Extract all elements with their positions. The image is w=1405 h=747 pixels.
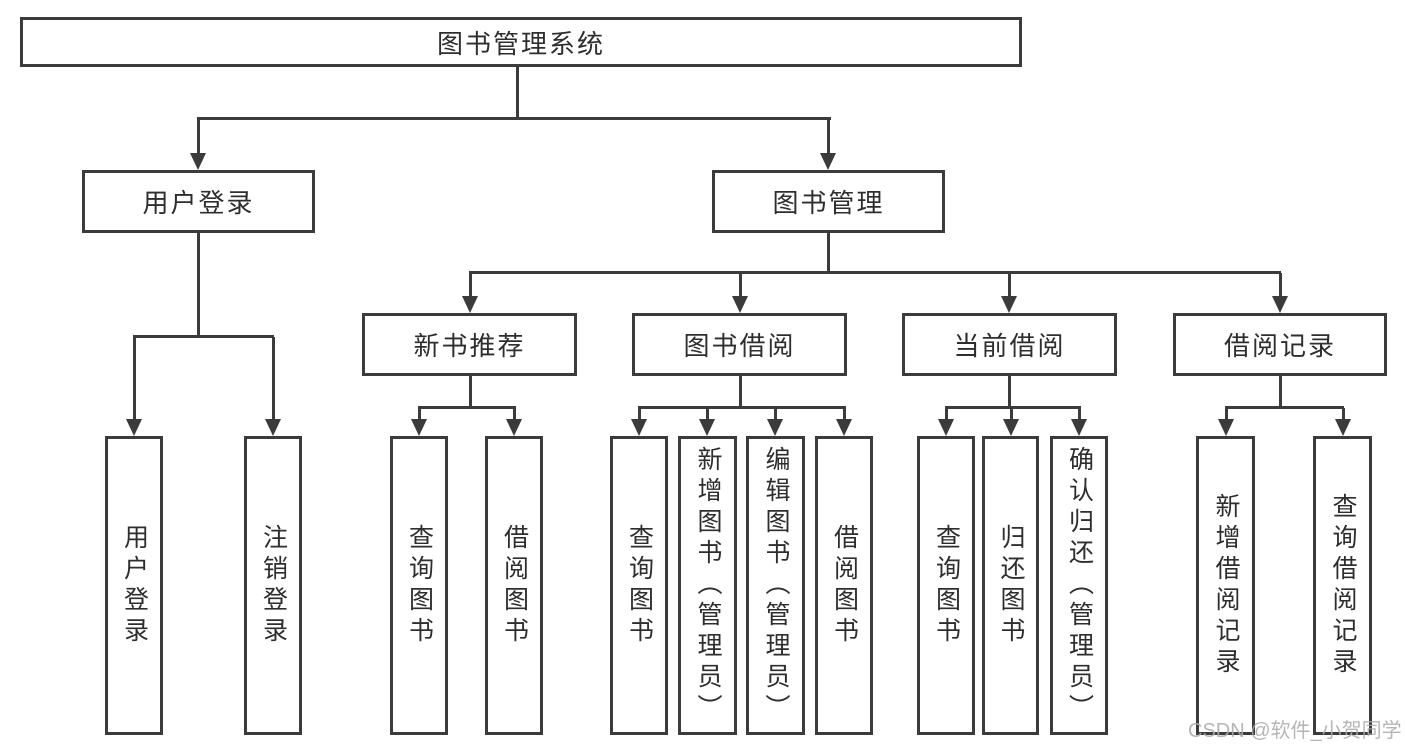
connector-hline [418, 406, 516, 409]
arrow-down-icon [1001, 296, 1017, 313]
arrow-down-icon [938, 419, 954, 436]
leaf-return-books: 归还图书 [982, 436, 1039, 735]
leaf-user-login: 用户登录 [105, 436, 163, 735]
node-new-book-recommend: 新书推荐 [362, 313, 577, 376]
leaf-query-books-borrow: 查询图书 [610, 436, 668, 735]
node-book-borrow: 图书借阅 [632, 313, 847, 376]
connector-vline [706, 408, 709, 419]
connector-vline [827, 119, 830, 153]
connector-hline [469, 271, 1281, 274]
node-user-login: 用户登录 [82, 170, 315, 233]
leaf-borrow-books: 借阅图书 [815, 436, 873, 735]
connector-vline [638, 408, 641, 419]
connector-hline [133, 335, 274, 338]
connector-hline [197, 117, 831, 120]
leaf-add-borrow-record: 新增借阅记录 [1196, 436, 1255, 735]
connector-vline [513, 408, 516, 419]
leaf-query-books-current: 查询图书 [917, 436, 975, 735]
connector-vline [739, 273, 742, 296]
connector-hline [638, 406, 846, 409]
leaf-query-books-recommend: 查询图书 [390, 436, 448, 735]
leaf-add-books-admin: 新增图书（管理员） [678, 436, 737, 735]
connector-vline [827, 233, 830, 273]
node-library-system: 图书管理系统 [20, 17, 1022, 67]
leaf-confirm-return-admin: 确认归还（管理员） [1050, 436, 1108, 735]
connector-vline [133, 337, 136, 419]
arrow-down-icon [1071, 419, 1087, 436]
connector-vline [1279, 273, 1282, 296]
node-borrow-records: 借阅记录 [1173, 313, 1387, 376]
connector-vline [1342, 408, 1345, 419]
arrow-down-icon [1272, 296, 1288, 313]
node-current-borrow: 当前借阅 [902, 313, 1117, 376]
leaf-edit-books-admin: 编辑图书（管理员） [746, 436, 805, 735]
leaf-logout: 注销登录 [244, 436, 302, 735]
arrow-down-icon [190, 153, 206, 170]
connector-vline [272, 337, 275, 419]
arrow-down-icon [1218, 419, 1234, 436]
connector-vline [516, 67, 519, 119]
arrow-down-icon [506, 419, 522, 436]
connector-vline [1008, 273, 1011, 296]
arrow-down-icon [820, 153, 836, 170]
leaf-borrow-books-recommend: 借阅图书 [485, 436, 543, 735]
connector-vline [774, 408, 777, 419]
arrow-down-icon [767, 419, 783, 436]
arrow-down-icon [411, 419, 427, 436]
arrow-down-icon [1003, 419, 1019, 436]
connector-vline [1008, 376, 1011, 408]
connector-hline [1225, 406, 1344, 409]
connector-vline [1279, 376, 1282, 408]
arrow-down-icon [836, 419, 852, 436]
csdn-watermark: CSDN @软件_小贺同学 [1188, 720, 1402, 742]
connector-vline [843, 408, 846, 419]
arrow-down-icon [631, 419, 647, 436]
arrow-down-icon [1335, 419, 1351, 436]
connector-vline [1078, 408, 1081, 419]
connector-vline [469, 273, 472, 296]
node-book-management: 图书管理 [712, 170, 945, 233]
arrow-down-icon [126, 419, 142, 436]
connector-vline [418, 408, 421, 419]
arrow-down-icon [265, 419, 281, 436]
leaf-query-borrow-record: 查询借阅记录 [1313, 436, 1372, 735]
connector-vline [1225, 408, 1228, 419]
arrow-down-icon [462, 296, 478, 313]
connector-vline [197, 233, 200, 337]
arrow-down-icon [699, 419, 715, 436]
connector-hline [945, 406, 1081, 409]
connector-vline [1010, 408, 1013, 419]
connector-vline [197, 119, 200, 153]
connector-vline [945, 408, 948, 419]
arrow-down-icon [732, 296, 748, 313]
connector-vline [739, 376, 742, 408]
connector-vline [469, 376, 472, 408]
